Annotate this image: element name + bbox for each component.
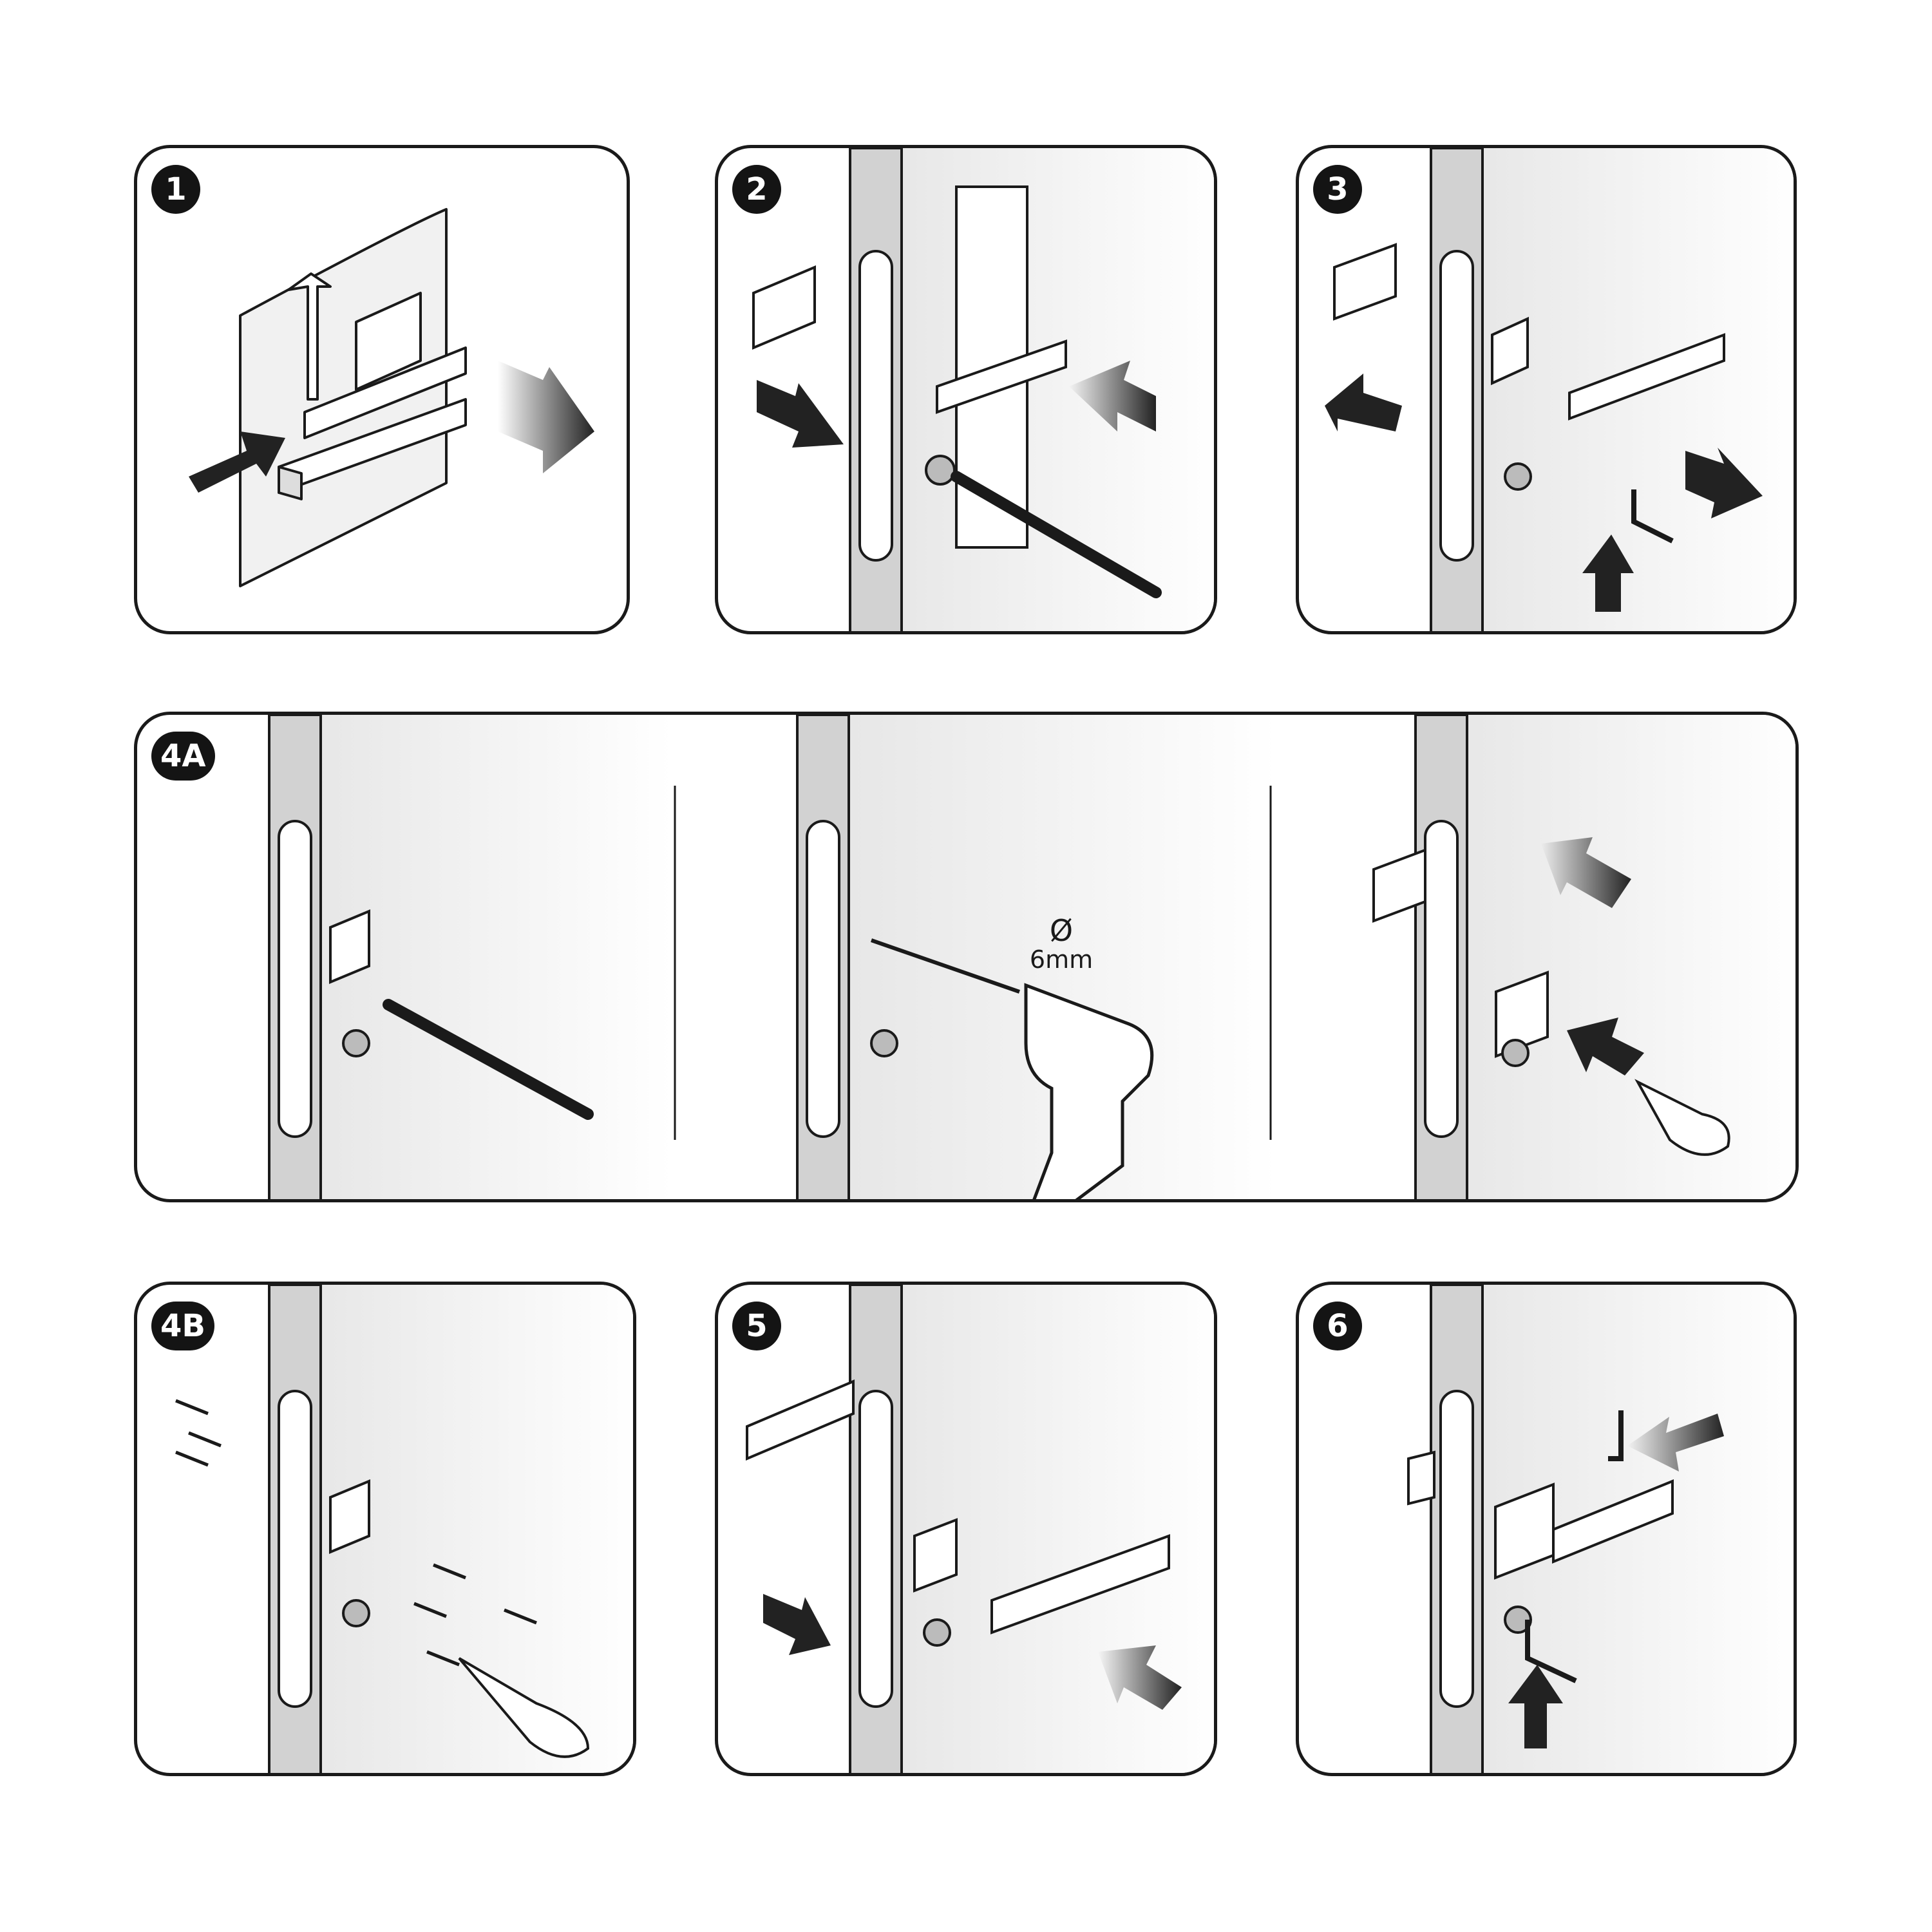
handle-upper	[303, 346, 467, 439]
step-2-badge: 2	[732, 165, 781, 214]
rosette-outside	[752, 265, 816, 350]
step-1-illustration	[189, 208, 594, 587]
pull-arrow-right	[1685, 448, 1763, 518]
step-6-badge: 6	[1313, 1302, 1362, 1350]
latch-plate	[858, 250, 893, 562]
rosette-outside	[1333, 243, 1397, 321]
handle-inside	[990, 1534, 1170, 1634]
step-6-panel: 6	[1296, 1282, 1797, 1776]
latch-plate	[858, 1390, 893, 1708]
hex-key-top	[1608, 1410, 1624, 1461]
step-2-panel: 2	[715, 145, 1217, 634]
hex-key	[1631, 489, 1674, 544]
step-3-panel: 3	[1296, 145, 1797, 634]
arrow-4a-up	[1541, 837, 1631, 908]
rosette-base-inside	[1495, 971, 1549, 1058]
insert-arrow	[189, 431, 285, 493]
pencil-1	[383, 999, 594, 1120]
drill-size-label: 6mm	[1029, 945, 1094, 974]
step-6-illustration	[1407, 1285, 1794, 1773]
step-4b-badge: 4B	[151, 1302, 214, 1350]
step-5-panel: 5	[715, 1282, 1217, 1776]
step-5-illustration	[746, 1285, 1214, 1773]
step-4a-badge: 4A	[151, 732, 215, 781]
latch-plate	[1439, 1390, 1474, 1708]
step-4a-panel: 4A Ø 6mm	[134, 712, 1799, 1202]
drill-diameter-symbol: Ø	[1049, 913, 1074, 948]
rosette	[329, 1479, 370, 1554]
step-4b-panel: 4B	[134, 1282, 636, 1776]
handle	[936, 339, 1067, 414]
screwdriver	[458, 1657, 590, 1758]
latch-plate-2	[806, 820, 840, 1138]
handle	[1552, 1479, 1674, 1564]
arrow-4a-in	[1567, 1018, 1644, 1075]
screws	[175, 1399, 537, 1667]
handle	[1568, 333, 1725, 421]
screwdriver	[1634, 1079, 1730, 1156]
arrow-5-left	[763, 1594, 831, 1655]
latch-plate-1	[278, 820, 312, 1138]
rosette-inside	[1491, 316, 1529, 386]
push-arrow-right	[1069, 361, 1156, 431]
latch-plate	[278, 1390, 312, 1708]
push-arrow-left	[757, 380, 844, 448]
rosette-inside	[913, 1518, 958, 1593]
pencil	[951, 471, 1162, 598]
step-5-badge: 5	[732, 1302, 781, 1350]
pull-arrow-left	[1325, 374, 1402, 431]
step-3-illustration	[1325, 148, 1794, 631]
handle-outside-stub	[1407, 1450, 1435, 1506]
push-arrow-up	[1582, 535, 1634, 612]
step-4b-illustration	[175, 1285, 633, 1773]
latch-plate-3	[1424, 820, 1459, 1138]
arrow-5-right	[1098, 1645, 1182, 1710]
step-2-illustration	[752, 148, 1214, 631]
step-3-badge: 3	[1313, 165, 1362, 214]
allen-key-outline	[287, 272, 332, 401]
rosette-template-1	[329, 909, 370, 984]
step-1-badge: 1	[151, 165, 200, 214]
rosette-base-outside	[1372, 848, 1426, 923]
hex-key-bottom	[1525, 1620, 1577, 1683]
arrow-6-up	[1508, 1665, 1563, 1748]
handle-outside	[746, 1379, 855, 1461]
step-1-panel: 1	[134, 145, 630, 634]
latch-plate	[1439, 250, 1474, 562]
step-4a-illustration	[268, 715, 1795, 1199]
arrow-6-in	[1627, 1414, 1724, 1472]
rosette	[355, 292, 422, 391]
remove-arrow	[498, 361, 594, 473]
cordless-drill	[1024, 983, 1154, 1199]
